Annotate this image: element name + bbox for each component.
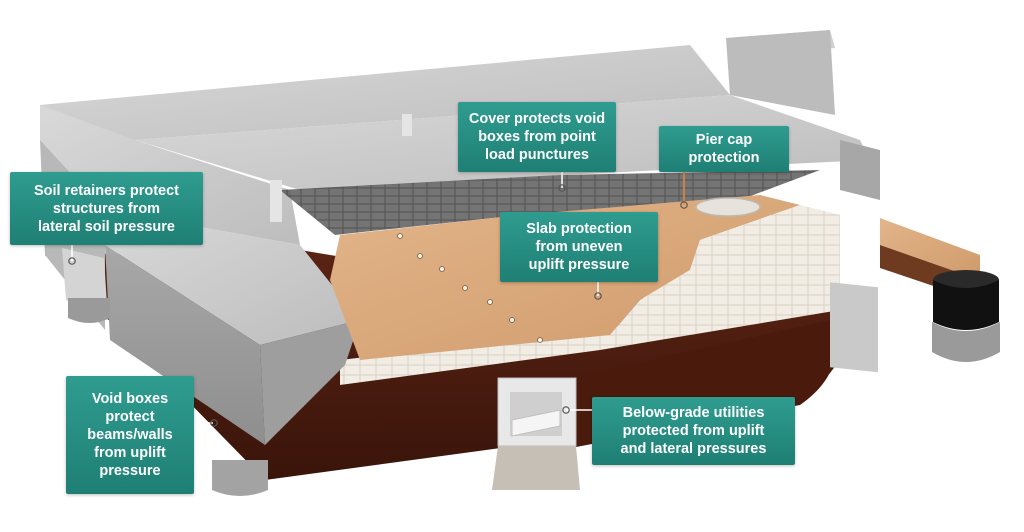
callout-line: Cover protects void	[468, 111, 606, 127]
callout-slab-protection: Slab protection from uneven uplift press…	[500, 212, 658, 282]
exposed-void-boxes	[610, 205, 840, 335]
pointer-dot-soil-retainer	[68, 257, 76, 265]
callout-line: from uplift	[94, 445, 166, 461]
utility-gravel	[492, 446, 580, 490]
callout-pointers	[68, 171, 688, 427]
pipe-footing	[932, 322, 1000, 362]
callout-line: load punctures	[485, 147, 589, 163]
callout-void-boxes-protect-beams: Void boxes protect beams/walls from upli…	[66, 376, 194, 494]
callout-line: protect	[105, 409, 155, 425]
callout-line: lateral soil pressure	[37, 218, 175, 235]
callout-line: Soil retainers protect	[33, 182, 180, 199]
callout-line: Pier cap	[695, 132, 753, 148]
utility-pipe	[511, 409, 561, 437]
right-pillar-face	[726, 30, 835, 115]
callout-line: boxes from point	[478, 129, 596, 145]
vent-pipe-2	[270, 180, 282, 222]
callout-cover-protects-void-boxes: Cover protects void boxes from point loa…	[458, 102, 616, 172]
callout-line: protection	[688, 150, 760, 166]
utility-channel	[880, 218, 980, 280]
pointer-dot-void-boxes	[210, 419, 218, 427]
pipe-cylinder	[933, 280, 999, 330]
callout-line: protected from uplift	[622, 423, 765, 439]
pointer-dot-pier-cap	[680, 201, 688, 209]
left-front-beam-face	[105, 245, 265, 445]
pier-footing-front	[212, 460, 268, 496]
callout-line: from uneven	[535, 239, 623, 255]
pier-cap	[695, 197, 761, 217]
left-front-beam-side	[260, 320, 360, 445]
callout-line: Void boxes	[91, 391, 169, 407]
callout-line: and lateral pressures	[620, 441, 767, 457]
right-beam	[840, 140, 880, 200]
pointer-dot-slab	[594, 292, 602, 300]
callout-pier-cap-protection: Pier cap protection	[659, 126, 789, 172]
callout-line: pressure	[99, 463, 161, 479]
pointer-dot-utilities	[562, 406, 570, 414]
rebar-mesh	[280, 170, 820, 235]
callout-line: Slab protection	[526, 221, 632, 237]
callout-line: structures from	[52, 200, 161, 217]
pier-footing-left	[68, 298, 110, 323]
callout-below-grade-utilities: Below-grade utilities protected from upl…	[592, 397, 795, 465]
callout-line: Below-grade utilities	[622, 405, 765, 421]
pipe-cylinder-top	[933, 270, 999, 290]
callout-line: beams/walls	[87, 427, 173, 443]
callout-soil-retainers: Soil retainers protect structures from l…	[10, 172, 203, 245]
soil-retainer-panel-right	[830, 282, 878, 373]
left-wall-top	[40, 45, 730, 140]
pointer-dot-cover	[558, 184, 566, 192]
board-anchors	[397, 233, 543, 343]
callout-line: uplift pressure	[528, 257, 630, 273]
vent-pipe-1	[402, 114, 412, 136]
